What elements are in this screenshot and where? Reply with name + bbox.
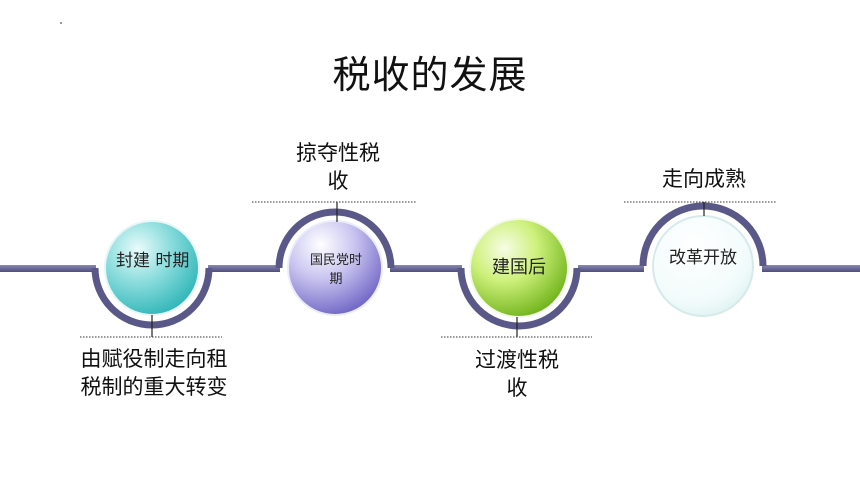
node-label-founding: 建国后 — [492, 257, 546, 278]
node-circle-founding — [469, 218, 569, 318]
node-arc — [275, 208, 395, 269]
node-label-reform: 改革开放 — [669, 248, 737, 268]
timeline-bar — [390, 265, 462, 272]
timeline-bar — [0, 265, 96, 272]
node-arc — [457, 267, 581, 330]
timeline-bar — [762, 265, 860, 272]
node-label-feudal: 封建 时期 — [116, 251, 190, 271]
page-title: 税收的发展 — [332, 53, 528, 97]
callout-founding: 过渡性税收 — [475, 348, 559, 400]
callout-reform: 走向成熟 — [662, 167, 746, 191]
timeline-bar — [578, 265, 644, 272]
node-label-kmt: 国民党时期 — [309, 253, 362, 287]
timeline-bar — [208, 265, 280, 272]
node-circle-kmt — [287, 220, 383, 316]
node-arc — [639, 202, 767, 267]
node-circle-reform — [652, 215, 754, 317]
callout-kmt: 掠夺性税收 — [296, 141, 380, 193]
callout-feudal: 由赋役制走向租税制的重大转变 — [80, 347, 228, 399]
corner-dot — [60, 22, 62, 24]
